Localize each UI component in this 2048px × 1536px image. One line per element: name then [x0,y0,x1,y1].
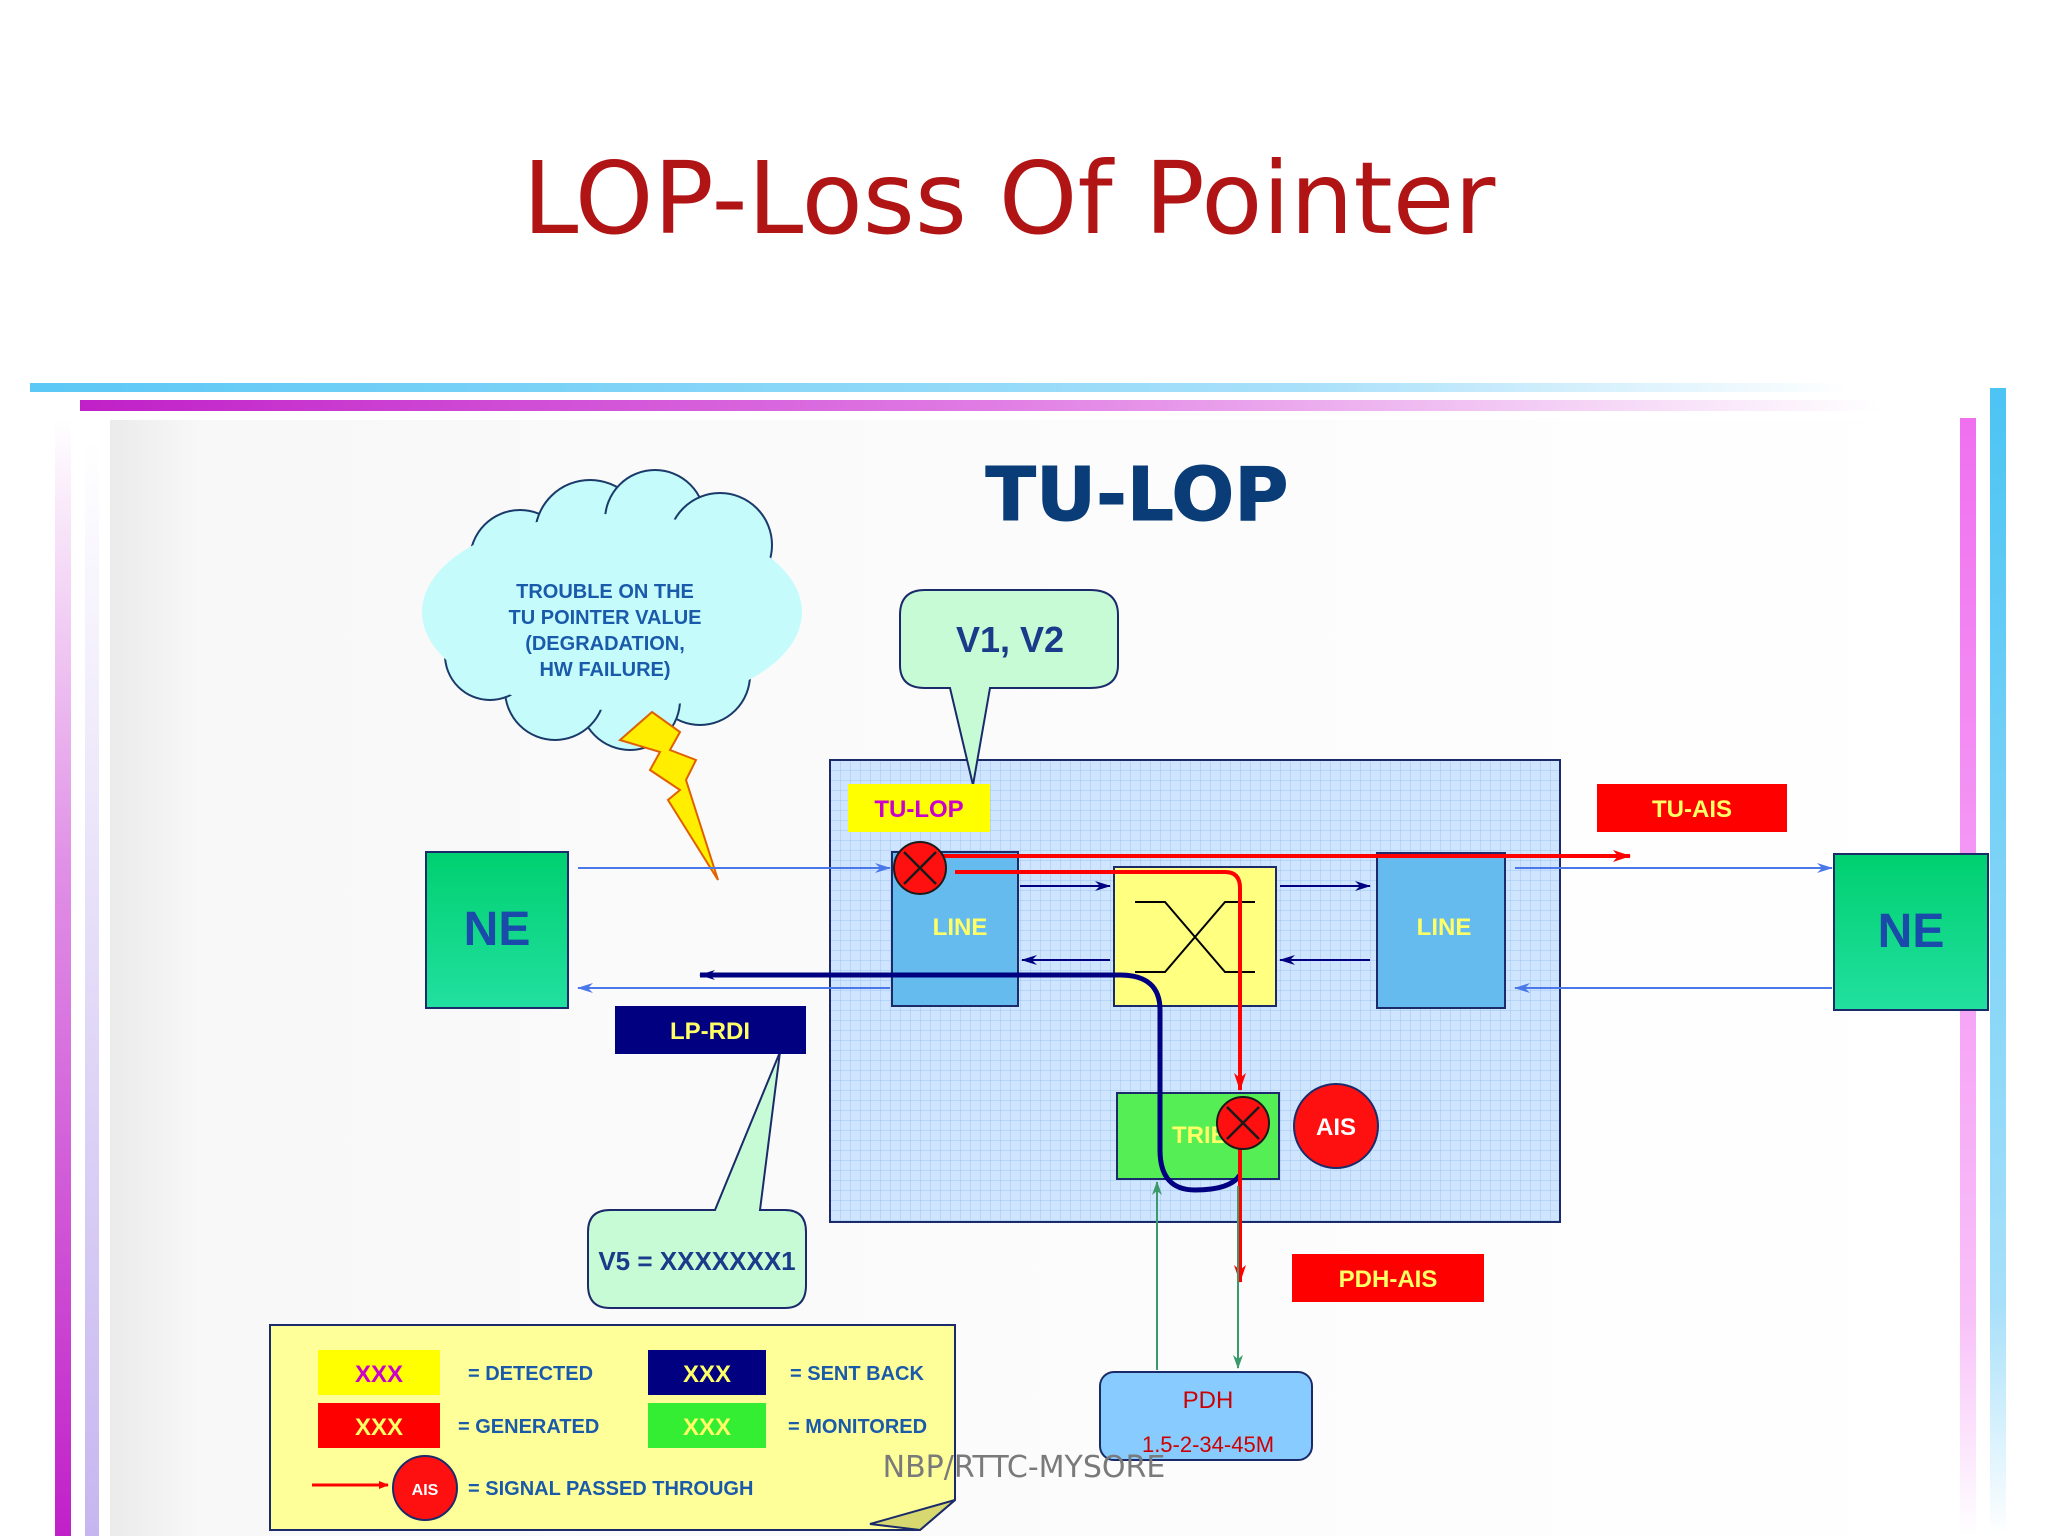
pdh-box [1099,1371,1313,1461]
pdh-box-title: PDH [1183,1387,1234,1414]
fault-x-icon [1216,1096,1270,1150]
legend-swatch-generated-text: XXX [355,1414,403,1441]
tu-lop-label-box [848,784,990,832]
legend-generated: = GENERATED [458,1416,599,1438]
signal-lines [577,850,1833,1370]
callout-v5: V5 = XXXXXXX1 [598,1246,795,1276]
legend-swatch-monitored-text: XXX [683,1414,731,1441]
line-right-label: LINE [1417,914,1472,941]
cloud-text-line-4: HW FAILURE) [539,659,670,681]
tu-lop-label: TU-LOP [874,796,963,823]
callout-v1v2-shape [899,589,1119,786]
fault-x-icon [893,841,947,895]
legend-swatch-detected [318,1350,440,1395]
cross-connect-box [1113,866,1277,1007]
legend-detected: = DETECTED [468,1363,593,1385]
tu-ais-label: TU-AIS [1652,796,1732,823]
callout-v5-shape [587,1051,807,1309]
lightning-bolt-icon [617,710,719,881]
legend-signal-passed: = SIGNAL PASSED THROUGH [468,1478,753,1500]
line-right-box [1376,852,1506,1009]
legend-swatch-sent-back [648,1350,766,1395]
ne-left-box [425,851,569,1009]
legend: XXX = DETECTED XXX = SENT BACK XXX = GEN… [269,1324,956,1532]
tu-ais-label-box [1597,784,1787,832]
ais-circle-label: AIS [1316,1114,1356,1141]
legend-sent-back: = SENT BACK [790,1363,924,1385]
ne-right-label: NE [1878,905,1945,958]
pdh-ais-label: PDH-AIS [1339,1266,1438,1293]
slide-title: LOP-Loss Of Pointer [522,140,1496,257]
legend-monitored: = MONITORED [788,1416,927,1438]
cloud-text-line-2: TU POINTER VALUE [509,607,702,629]
legend-swatch-sent-back-text: XXX [683,1361,731,1388]
pdh-ais-label-box [1292,1254,1484,1302]
legend-swatch-monitored [648,1403,766,1448]
cloud-text-line-1: TROUBLE ON THE [516,581,694,603]
legend-ais-icon [392,1455,458,1521]
trouble-cloud: TROUBLE ON THE TU POINTER VALUE (DEGRADA… [422,469,802,751]
lp-rdi-label: LP-RDI [670,1018,750,1045]
slide-footer: NBP/RTTC-MYSORE [882,1450,1166,1485]
legend-swatch-detected-text: XXX [355,1361,403,1388]
cloud-text-line-3: (DEGRADATION, [525,633,685,655]
ais-circle-icon [1293,1083,1379,1169]
ne-right-box [1833,853,1989,1011]
ne-left-label: NE [464,903,531,956]
line-left-label: LINE [933,914,988,941]
lp-rdi-label-box [615,1006,806,1054]
callout-v1v2: V1, V2 [956,619,1064,660]
legend-swatch-generated [318,1403,440,1448]
diagram-heading: TU-LOP [986,452,1289,538]
pdh-box-rates: 1.5-2-34-45M [1142,1432,1274,1457]
legend-ais-icon-label: AIS [412,1482,439,1499]
